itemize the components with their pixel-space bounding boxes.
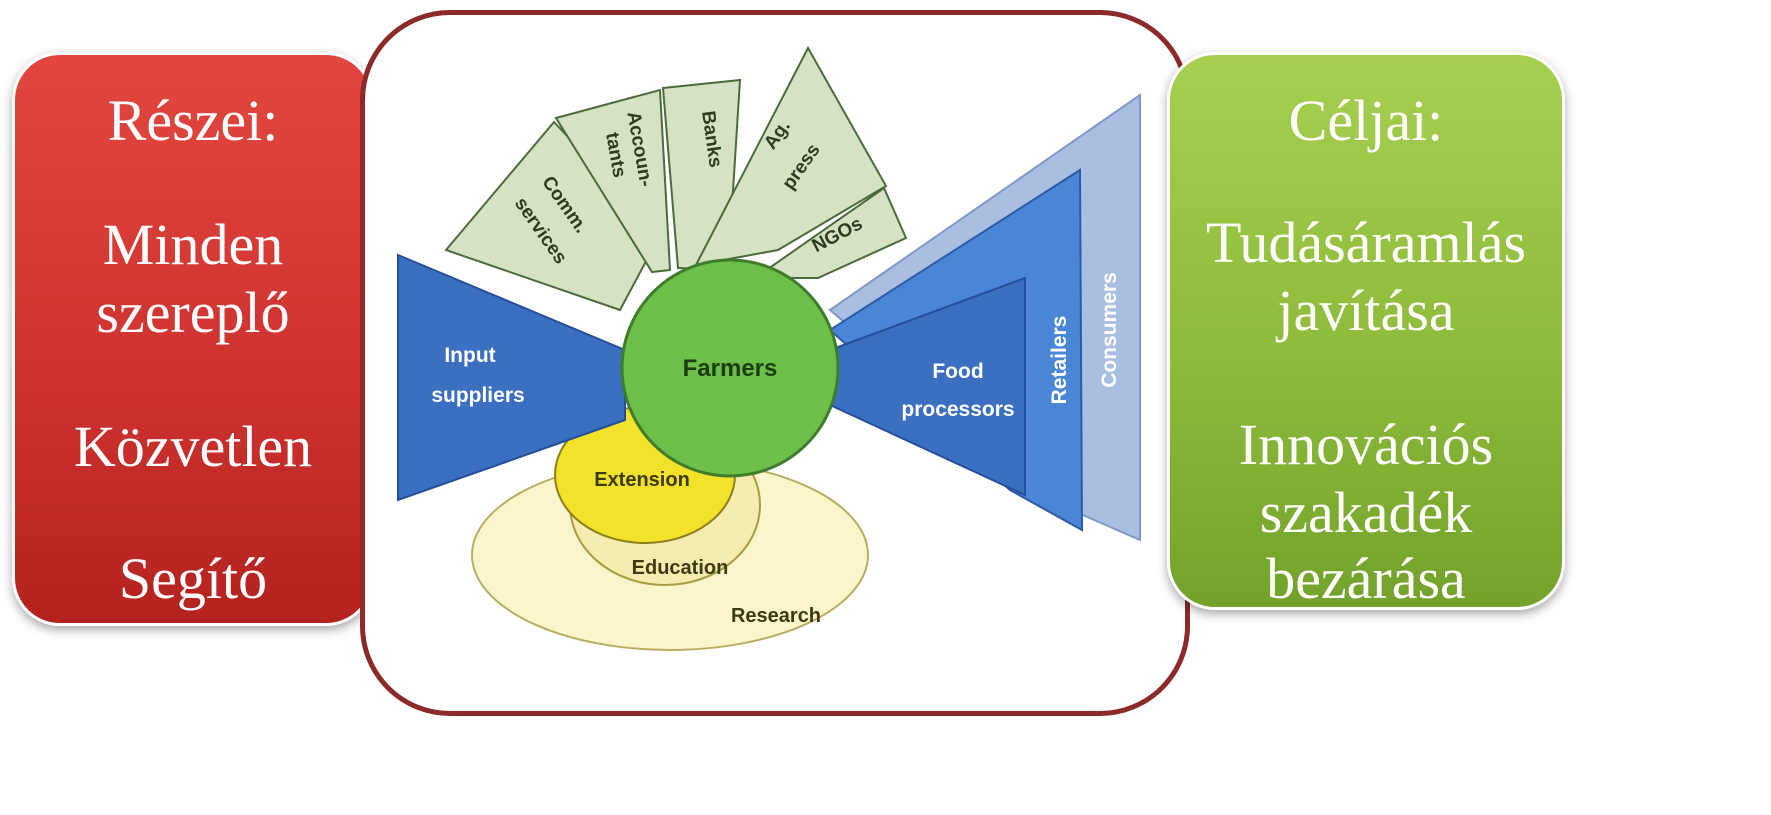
right-panel-title: Céljai:	[1288, 88, 1444, 153]
right-panel-item: javítása	[1277, 278, 1455, 343]
consumers-label: Consumers	[1098, 272, 1121, 388]
input-suppliers-shape	[397, 253, 626, 502]
accountants-card	[554, 88, 672, 274]
extension-label: Extension	[594, 469, 690, 491]
left-panel-item: szereplő	[96, 280, 290, 345]
left-panel-item: Minden	[102, 212, 284, 277]
food-processors-label: Food	[932, 360, 983, 383]
right-panel-item: szakadék	[1259, 480, 1473, 545]
input-suppliers-label: Input	[444, 344, 495, 367]
left-panel-item: Segítő	[118, 546, 268, 611]
farmers-label: Farmers	[683, 355, 778, 382]
ngos-card	[751, 186, 908, 279]
retailers-label: Retailers	[1048, 316, 1071, 405]
ag-press-card	[694, 45, 888, 267]
right-panel-item: Innovációs	[1238, 412, 1494, 477]
research-label: Research	[731, 605, 821, 627]
education-label: Education	[632, 557, 729, 579]
right-panel-item: Tudásáramlás	[1205, 210, 1527, 275]
left-panel-item: Közvetlen	[73, 414, 313, 479]
right-panel: Céljai: Tudásáramlás javítása Innovációs…	[1167, 52, 1565, 610]
right-panel-item: bezárása	[1266, 546, 1466, 611]
akis-diagram: Farmers Input suppliers Food processors …	[397, 45, 1141, 651]
farmers-circle	[620, 258, 840, 478]
food-processors-label: processors	[901, 398, 1014, 421]
input-suppliers-label: suppliers	[431, 384, 524, 407]
left-panel: Részei: Minden szereplő Közvetlen Segítő	[12, 52, 374, 626]
left-panel-title: Részei:	[107, 88, 279, 153]
